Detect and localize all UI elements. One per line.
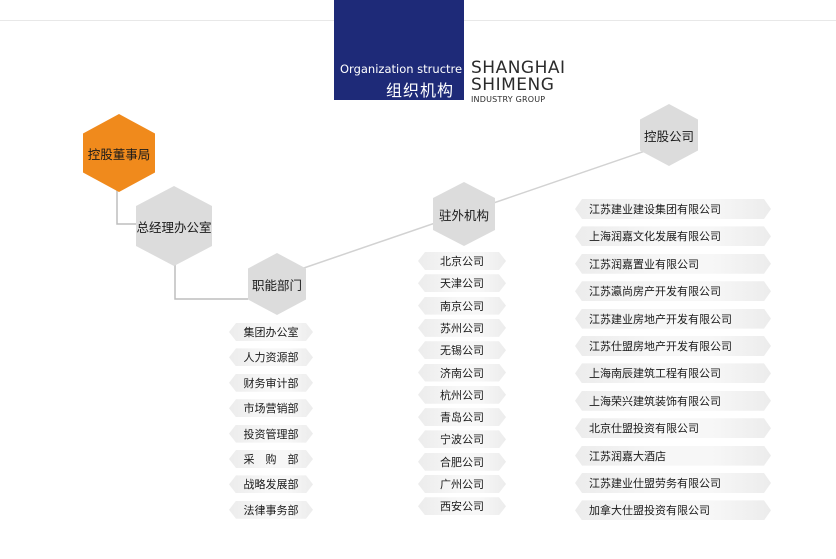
node-branches: 驻外机构 — [433, 182, 495, 246]
department-item-4: 投资管理部 — [229, 425, 313, 443]
brand-line-3: INDUSTRY GROUP — [471, 95, 546, 104]
company-item-10: 江苏建业仕盟劳务有限公司 — [575, 473, 771, 493]
branch-item-9: 合肥公司 — [418, 453, 506, 471]
brand-logo-text: SHANGHAI SHIMENG INDUSTRY GROUP — [471, 60, 566, 104]
connector-board-gm — [116, 190, 138, 225]
company-item-7: 上海荣兴建筑装饰有限公司 — [575, 391, 771, 411]
branch-item-3: 苏州公司 — [418, 319, 506, 337]
node-board: 控股董事局 — [83, 114, 155, 192]
branch-item-10: 广州公司 — [418, 475, 506, 493]
branch-item-11: 西安公司 — [418, 497, 506, 515]
node-holdings: 控股公司 — [640, 104, 698, 166]
company-item-2: 江苏润嘉置业有限公司 — [575, 254, 771, 274]
company-item-1: 上海润嘉文化发展有限公司 — [575, 226, 771, 246]
branch-item-6: 杭州公司 — [418, 386, 506, 404]
brand-line-1: SHANGHAI — [471, 58, 566, 78]
department-item-6: 战略发展部 — [229, 475, 313, 493]
department-item-5: 采 购 部 — [229, 450, 313, 468]
branch-item-2: 南京公司 — [418, 297, 506, 315]
company-item-8: 北京仕盟投资有限公司 — [575, 418, 771, 438]
department-item-2: 财务审计部 — [229, 374, 313, 392]
connector-gm-functional — [174, 264, 248, 300]
company-item-0: 江苏建业建设集团有限公司 — [575, 199, 771, 219]
company-item-6: 上海南辰建筑工程有限公司 — [575, 363, 771, 383]
department-item-3: 市场营销部 — [229, 399, 313, 417]
branch-item-0: 北京公司 — [418, 252, 506, 270]
header-cn-title: 组织机构 — [385, 81, 454, 100]
company-item-9: 江苏润嘉大酒店 — [575, 446, 771, 466]
department-item-1: 人力资源部 — [229, 348, 313, 366]
brand-line-2: SHIMENG — [471, 75, 555, 95]
branch-item-8: 宁波公司 — [418, 430, 506, 448]
department-item-0: 集团办公室 — [229, 323, 313, 341]
header-en-title: Organization structre — [340, 62, 463, 76]
company-item-4: 江苏建业房地产开发有限公司 — [575, 309, 771, 329]
company-item-5: 江苏仕盟房地产开发有限公司 — [575, 336, 771, 356]
branch-item-7: 青岛公司 — [418, 408, 506, 426]
branch-item-4: 无锡公司 — [418, 341, 506, 359]
branch-item-5: 济南公司 — [418, 364, 506, 382]
company-item-3: 江苏瀛尚房产开发有限公司 — [575, 281, 771, 301]
company-item-11: 加拿大仕盟投资有限公司 — [575, 500, 771, 520]
header-banner: Organization structre 组织机构 — [334, 0, 464, 100]
department-item-7: 法律事务部 — [229, 501, 313, 519]
branch-item-1: 天津公司 — [418, 274, 506, 292]
node-functional: 职能部门 — [248, 253, 306, 315]
